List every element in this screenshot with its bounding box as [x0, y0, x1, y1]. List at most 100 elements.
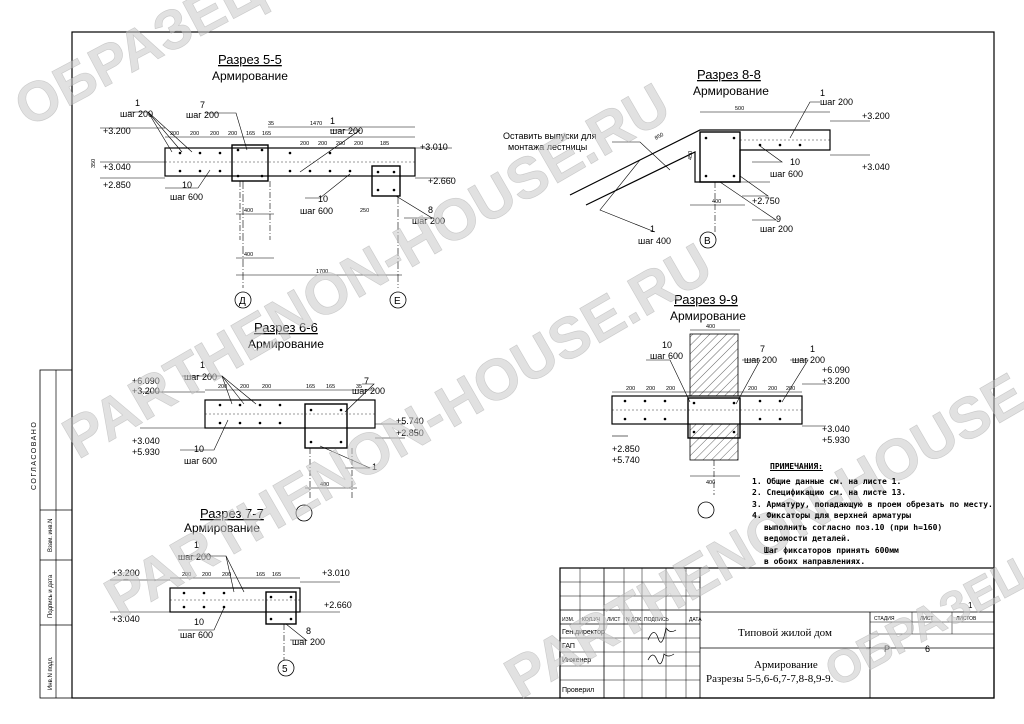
rebar-10-step: шаг 600: [180, 630, 213, 640]
svg-text:ЛИСТ: ЛИСТ: [607, 617, 620, 623]
level-2750: +2.750: [752, 196, 780, 206]
rebar-10a-step: шаг 600: [170, 192, 203, 202]
rebar-1-label: 1: [200, 360, 205, 370]
svg-text:200: 200: [354, 141, 363, 147]
level-3010: +3.010: [420, 142, 448, 152]
section-9-9-subtitle: Армирование: [670, 309, 746, 323]
signature-date-label: Подпись и дата: [48, 574, 54, 618]
level-3040: +3.040: [112, 614, 140, 624]
svg-text:ЛИСТОВ: ЛИСТОВ: [956, 616, 977, 622]
svg-text:200: 200: [300, 141, 309, 147]
svg-text:165: 165: [306, 384, 315, 390]
section-6-6-title: Разрез 6-6: [254, 320, 318, 335]
role-checked: Проверил: [562, 687, 594, 694]
level-5930: +5.930: [822, 435, 850, 445]
svg-text:200: 200: [202, 572, 211, 578]
role-engineer: Инженер: [562, 657, 591, 664]
rebar-1-label: 1: [135, 98, 140, 108]
level-5740: +5.740: [396, 416, 424, 426]
level-5740: +5.740: [612, 455, 640, 465]
rebar-8-label: 8: [306, 626, 311, 636]
level-6090: +6.090: [132, 376, 160, 386]
slab-outline: [611, 395, 803, 439]
section-8-8-subtitle: Армирование: [693, 84, 769, 98]
rebar-1-label: 1: [810, 344, 815, 354]
level-3200: +3.200: [862, 111, 890, 121]
sheet-value: 6: [925, 644, 930, 654]
rebar-7-label: 7: [364, 376, 369, 386]
section-5-5: Разрез 5-5 Армирование: [91, 52, 456, 309]
rebar-8-step: шаг 200: [292, 637, 325, 647]
title-block-header: ИЗМ. КОЛ.УЧ ЛИСТ N ДОК. ПОДПИСЬ ДАТА: [562, 617, 702, 623]
drawing-title-2: Разрезы 5-5,6-6,7-7,8-8,9-9.: [706, 673, 834, 685]
svg-text:200: 200: [210, 131, 219, 137]
axis-e-label: Е: [394, 296, 401, 307]
dimension-texts: 500 400 850 450: [654, 106, 744, 205]
rebar-dots: [623, 399, 782, 434]
role-director: Ген.директор: [562, 629, 605, 636]
svg-text:ЛИСТ: ЛИСТ: [920, 616, 933, 622]
svg-text:35: 35: [356, 384, 362, 390]
inv-number-label: Инв.N подл.: [48, 656, 54, 690]
svg-text:185: 185: [380, 141, 389, 147]
rebar-10a-label: 10: [182, 180, 192, 190]
rebar-1b-label: 1: [330, 116, 335, 126]
rebar-10-label: 10: [194, 444, 204, 454]
svg-text:PARTHENON-HOUSE.RU: PARTHENON-HOUSE.RU: [52, 71, 681, 472]
drawing-title-1: Армирование: [754, 659, 818, 671]
rebar-10-step: шаг 600: [770, 169, 803, 179]
level-3040: +3.040: [132, 436, 160, 446]
rebar-7-step: шаг 200: [744, 355, 777, 365]
svg-text:КОЛ.УЧ: КОЛ.УЧ: [582, 617, 600, 623]
rebar-9-step: шаг 200: [760, 224, 793, 234]
notes-block: ПРИМЕЧАНИЯ: 1. Общие данные см. на листе…: [752, 462, 1002, 569]
svg-text:200: 200: [218, 384, 227, 390]
level-3200: +3.200: [103, 126, 131, 136]
rebar-dots: [182, 591, 293, 621]
dimension-texts: 200 200 200 165 165 35 400: [218, 384, 362, 488]
wall-above: [689, 333, 739, 461]
section-8-8: Разрез 8-8 Армирование: [503, 67, 890, 249]
outlet-note-1: Оставить выпуски для: [503, 131, 597, 141]
svg-text:1700: 1700: [316, 269, 328, 275]
svg-text:35: 35: [268, 121, 274, 127]
rebar-1-top-step: шаг 200: [820, 97, 853, 107]
level-2660: +2.660: [324, 600, 352, 610]
axis-v-label: В: [704, 236, 711, 247]
section-7-7-title: Разрез 7-7: [200, 506, 264, 521]
svg-text:1470: 1470: [310, 121, 322, 127]
section-5-5-title: Разрез 5-5: [218, 52, 282, 67]
svg-text:200: 200: [262, 384, 271, 390]
svg-text:ОБРАЗЕЦ: ОБРАЗЕЦ: [816, 547, 1024, 697]
leader-lines: [140, 375, 405, 522]
svg-text:200: 200: [646, 386, 655, 392]
svg-text:200: 200: [228, 131, 237, 137]
svg-text:СТАДИЯ: СТАДИЯ: [874, 616, 895, 622]
level-5930: +5.930: [132, 447, 160, 457]
replaced-inv-label: Взам. инв.N: [48, 519, 54, 552]
note-4-cont-1: выполнить согласно поз.10 (при h=160): [764, 522, 943, 532]
rebar-1-bottom-step: шаг 400: [638, 236, 671, 246]
section-6-6: Разрез 6-6 Армирование: [132, 320, 424, 522]
level-3040: +3.040: [103, 162, 131, 172]
svg-text:165: 165: [246, 131, 255, 137]
svg-text:250: 250: [360, 208, 369, 214]
rebar-10b-label: 10: [318, 194, 328, 204]
rebar-8-label: 8: [428, 205, 433, 215]
svg-text:500: 500: [735, 106, 744, 112]
svg-text:200: 200: [190, 131, 199, 137]
rebar-1b-step: шаг 200: [330, 126, 363, 136]
rebar-9-label: 9: [776, 214, 781, 224]
note-4-cont-2: ведомости деталей.: [764, 534, 851, 543]
svg-text:ПОДПИСЬ: ПОДПИСЬ: [644, 617, 670, 623]
svg-text:200: 200: [182, 572, 191, 578]
slab-outline: [169, 587, 301, 625]
rebar-dots: [218, 403, 343, 444]
rebar-7-step: шаг 200: [186, 110, 219, 120]
section-7-7-subtitle: Армирование: [184, 521, 260, 535]
rebar-7-label: 7: [760, 344, 765, 354]
dimension-texts: 200 200 200 200 165 165 200 200 200 200 …: [91, 121, 389, 275]
level-2850: +2.850: [612, 444, 640, 454]
svg-text:200: 200: [318, 141, 327, 147]
signatures: [647, 627, 677, 665]
